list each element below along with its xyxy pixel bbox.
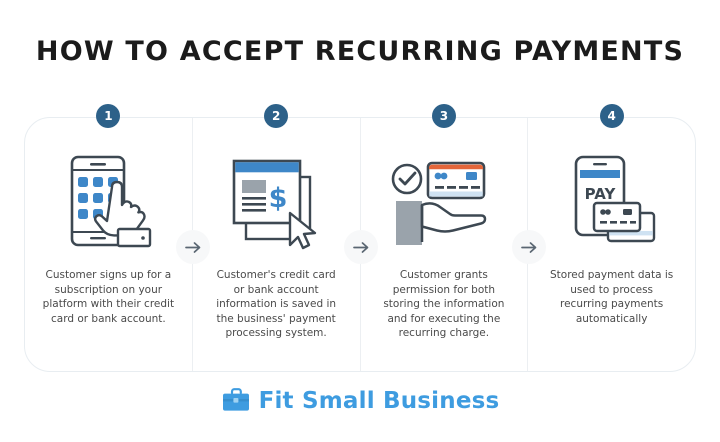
connector-arrow-3 xyxy=(512,230,546,264)
connector-arrow-1 xyxy=(176,230,210,264)
step-badge-3: 3 xyxy=(431,104,456,128)
step-badge-4: 4 xyxy=(599,104,624,128)
step-caption-2: Customer's credit card or bank account i… xyxy=(216,269,337,339)
step-caption-4: Stored payment data is used to process r… xyxy=(550,269,674,325)
brand-logo: Fit Small Business xyxy=(0,388,720,414)
arrow-right-icon xyxy=(520,241,536,253)
steps-card: 1 xyxy=(24,104,696,372)
arrow-right-icon xyxy=(184,241,200,253)
arrow-right-icon xyxy=(352,241,368,253)
svg-text:PAY: PAY xyxy=(584,185,616,203)
hand-holding-card-check-icon xyxy=(391,161,487,245)
step-caption-1: Customer signs up for a subscription on … xyxy=(42,269,175,325)
step-caption-3: Customer grants permission for both stor… xyxy=(383,269,505,339)
step-column-1: 1 xyxy=(25,104,192,371)
step-badge-2: 2 xyxy=(264,104,289,128)
step-column-2: 2 xyxy=(191,104,360,371)
step-column-4: 4 PAY xyxy=(527,104,695,371)
step-badge-1: 1 xyxy=(96,104,121,128)
steps-columns: 1 xyxy=(25,104,695,371)
step-icon-1 xyxy=(25,144,192,262)
phone-pay-cards-icon: PAY xyxy=(574,155,655,243)
browser-payment-form-cursor-icon: $ xyxy=(232,159,317,250)
step-column-3: 3 xyxy=(359,104,528,371)
page-title: HOW TO ACCEPT RECURRING PAYMENTS xyxy=(35,36,685,67)
brand-logo-text: Fit Small Business xyxy=(258,388,500,414)
tablet-app-grid-tap-icon xyxy=(71,155,152,248)
step-icon-4: PAY xyxy=(528,144,695,262)
step-icon-2: $ xyxy=(193,144,360,262)
step-icon-3 xyxy=(361,144,528,262)
svg-text:$: $ xyxy=(269,183,288,214)
connector-arrow-2 xyxy=(344,230,378,264)
briefcase-icon xyxy=(222,388,249,411)
